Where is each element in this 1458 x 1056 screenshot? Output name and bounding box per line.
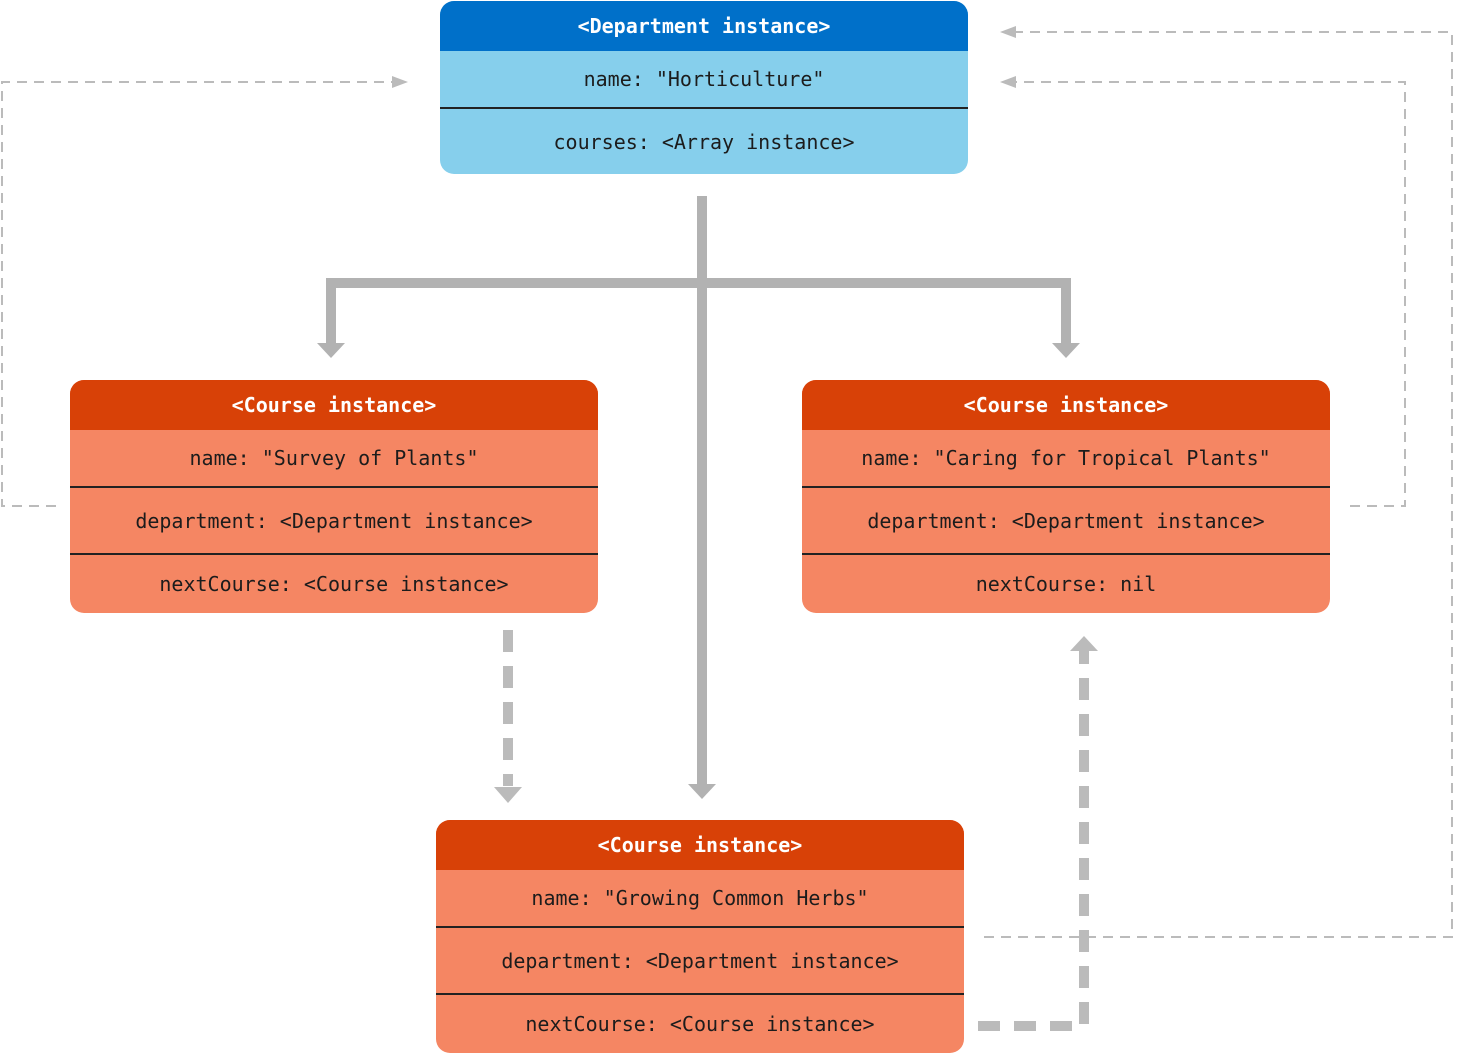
- course-box-title: <Course instance>: [70, 380, 598, 430]
- department-courses-row: courses: <Array instance>: [553, 129, 855, 154]
- course-department-row: department: <Department instance>: [135, 508, 533, 533]
- herbs-next-course-arrowhead: [1070, 636, 1098, 651]
- herbs-department-reference-line: [984, 31, 1453, 938]
- row-divider: [436, 926, 964, 928]
- department-box-title: <Department instance>: [440, 1, 968, 51]
- course-caring-for-tropical-plants-box: <Course instance> name: "Caring for Trop…: [802, 380, 1330, 613]
- tropical-array-arrowhead: [1052, 343, 1080, 358]
- course-name-row: name: "Growing Common Herbs": [531, 886, 869, 910]
- course-next-course-row: nextCourse: <Course instance>: [525, 1012, 875, 1036]
- herbs-next-course-line: [978, 650, 1089, 1031]
- course-department-row: department: <Department instance>: [867, 508, 1265, 533]
- course-box-title: <Course instance>: [802, 380, 1330, 430]
- row-divider: [70, 553, 598, 555]
- survey-array-arrowhead: [317, 343, 345, 358]
- course-survey-of-plants-box: <Course instance> name: "Survey of Plant…: [70, 380, 598, 613]
- row-divider: [802, 553, 1330, 555]
- tropical-reference-arrowhead: [1000, 76, 1016, 88]
- course-name-row: name: "Survey of Plants": [189, 446, 479, 470]
- course-box-title: <Course instance>: [436, 820, 964, 870]
- row-divider: [70, 486, 598, 488]
- survey-reference-arrowhead: [392, 76, 408, 88]
- course-department-row: department: <Department instance>: [501, 948, 899, 973]
- course-growing-common-herbs-box: <Course instance> name: "Growing Common …: [436, 820, 964, 1053]
- row-divider: [436, 993, 964, 995]
- survey-next-course-arrowhead: [494, 787, 522, 803]
- department-name-row: name: "Horticulture": [583, 67, 825, 91]
- course-next-course-row: nextCourse: nil: [975, 572, 1157, 596]
- herbs-reference-arrowhead: [1000, 26, 1016, 38]
- course-name-row: name: "Caring for Tropical Plants": [861, 446, 1271, 470]
- department-instance-box: <Department instance> name: "Horticultur…: [440, 1, 968, 174]
- row-divider: [440, 107, 968, 109]
- herbs-array-arrowhead: [688, 784, 716, 799]
- course-next-course-row: nextCourse: <Course instance>: [159, 572, 509, 596]
- row-divider: [802, 486, 1330, 488]
- array-branch-line: [326, 278, 1071, 343]
- survey-department-reference-line: [1, 81, 392, 507]
